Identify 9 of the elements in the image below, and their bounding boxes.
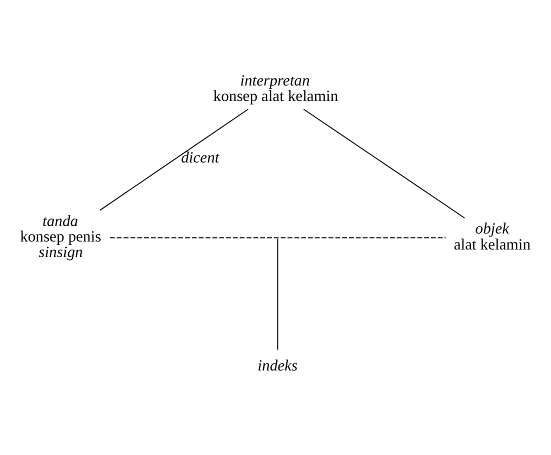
node-text: indeks (258, 357, 298, 374)
connector (277, 238, 278, 350)
connector (99, 108, 249, 211)
edge-label: dicent (181, 149, 220, 166)
node-text: objek alat kelamin (454, 220, 531, 254)
node-text: interpretan konsep alat kelamin (213, 72, 338, 105)
connector (303, 108, 466, 218)
connector (109, 237, 446, 238)
node-label: sinsign (38, 244, 83, 262)
